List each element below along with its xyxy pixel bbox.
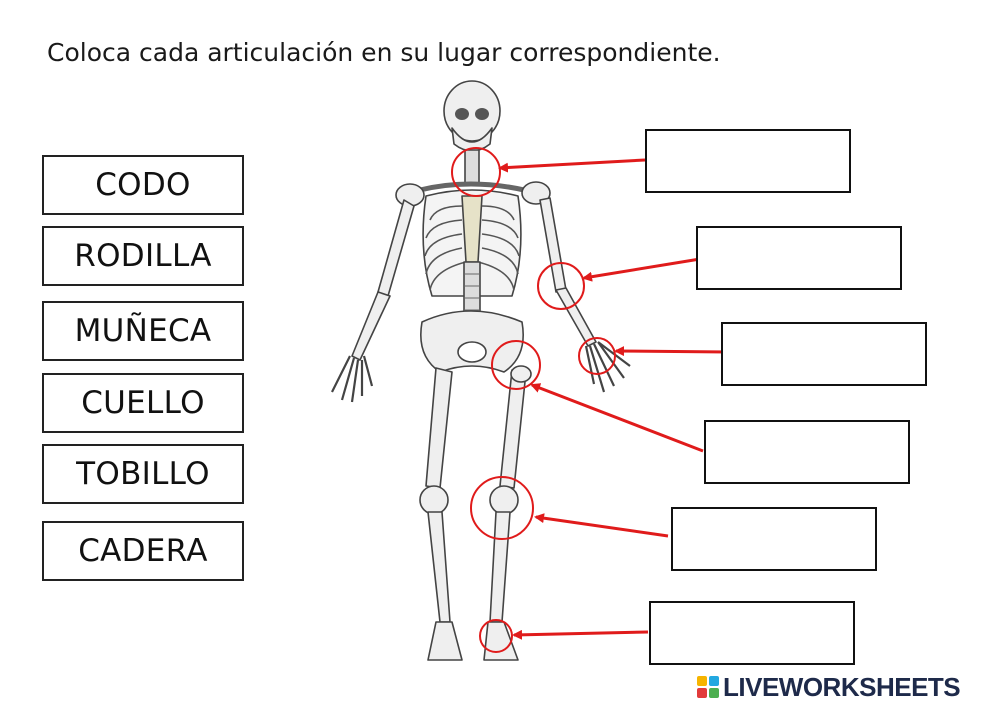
arrow-elbow [582, 257, 701, 282]
knee-right [489, 485, 519, 515]
tibia-left [427, 511, 451, 623]
jaw [451, 127, 493, 152]
hand-right [584, 341, 631, 393]
eye-socket-right [475, 108, 489, 120]
circle-hip [491, 340, 541, 390]
pointer-arrows [498, 158, 729, 640]
skull [443, 80, 501, 142]
circle-elbow [537, 262, 585, 310]
foot-left [427, 621, 463, 661]
drop-box-hip[interactable] [704, 420, 910, 484]
word-cuello[interactable]: CUELLO [42, 373, 244, 433]
knee-left [419, 485, 449, 515]
hand-left [331, 355, 374, 403]
arrow-neck [498, 158, 646, 173]
liveworksheets-logo: LIVEWORKSHEETS [697, 671, 961, 703]
clavicles [419, 181, 525, 193]
drop-box-elbow[interactable] [696, 226, 902, 290]
shoulder-right [521, 181, 551, 205]
liveworksheets-logo-icon [697, 676, 719, 698]
word-codo[interactable]: CODO [42, 155, 244, 215]
forearm-right [555, 287, 597, 347]
femur-left [425, 367, 453, 489]
word-cadera[interactable]: CADERA [42, 521, 244, 581]
circle-knee [470, 476, 534, 540]
word-tobillo[interactable]: TOBILLO [42, 444, 244, 504]
logo-text: LIVEWORKSHEETS [723, 671, 961, 702]
circle-ankle [479, 619, 513, 653]
skeleton-body [331, 80, 631, 661]
ribs [424, 205, 520, 291]
word-rodilla[interactable]: RODILLA [42, 226, 244, 286]
foot-right [483, 621, 519, 661]
joint-circles [451, 147, 616, 653]
vertebrae-lines [464, 273, 480, 311]
arrow-hip [530, 383, 704, 453]
humerus-left [377, 199, 415, 297]
humerus-right [539, 197, 567, 293]
arrow-wrist [614, 346, 729, 357]
cervical-spine [464, 149, 480, 186]
instructions-title: Coloca cada articulación en su lugar cor… [47, 38, 721, 67]
femur-head-right [510, 365, 532, 383]
arrow-ankle [512, 629, 649, 640]
pelvis-opening [457, 341, 487, 363]
drop-box-wrist[interactable] [721, 322, 927, 386]
word-muneca[interactable]: MUÑECA [42, 301, 244, 361]
tibia-right [489, 511, 511, 623]
drop-box-ankle[interactable] [649, 601, 855, 665]
sternum [461, 195, 483, 263]
drop-box-knee[interactable] [671, 507, 877, 571]
arrow-knee [534, 513, 669, 538]
drop-box-neck[interactable] [645, 129, 851, 193]
eye-socket-left [455, 108, 469, 120]
forearm-left [351, 291, 391, 361]
